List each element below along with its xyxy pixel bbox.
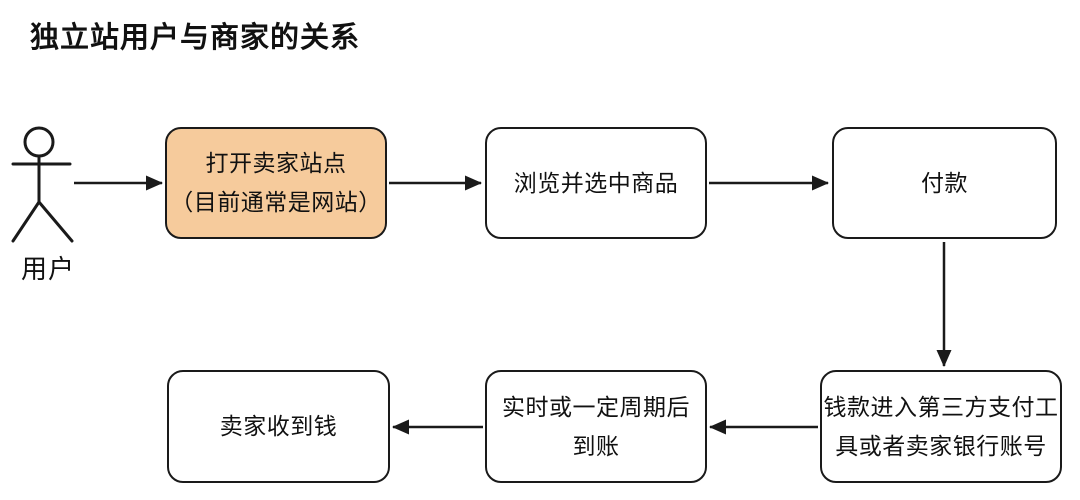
diagram-title: 独立站用户与商家的关系 <box>30 22 361 54</box>
flow-node-open-seller-site: 打开卖家站点 （目前通常是网站） <box>165 127 387 239</box>
stick-figure-person-icon <box>11 126 74 243</box>
flow-node-pay: 付款 <box>832 127 1057 239</box>
flow-node-seller-receives-money: 卖家收到钱 <box>167 370 390 483</box>
flow-node-browse-and-select-product: 浏览并选中商品 <box>485 127 707 239</box>
user-actor-label: 用户 <box>21 254 76 284</box>
flow-arrows <box>74 175 952 435</box>
flow-node-arrive-realtime-or-periodic: 实时或一定周期后 到账 <box>485 370 707 483</box>
flow-node-funds-to-third-party-or-bank: 钱款进入第三方支付工 具或者卖家银行账号 <box>820 370 1062 483</box>
